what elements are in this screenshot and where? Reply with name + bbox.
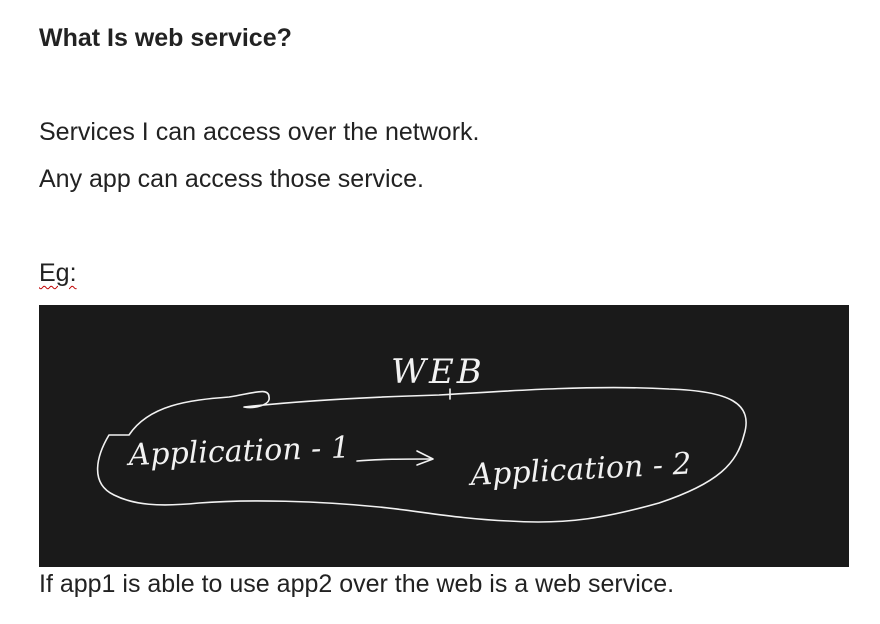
- sketch-app1-label: Application - 1: [125, 430, 350, 473]
- web-service-diagram: WEB Application - 1 Application - 2: [96, 352, 747, 523]
- arrow-head-icon: [416, 450, 434, 466]
- page-heading: What Is web service?: [39, 24, 292, 52]
- paragraph-conclusion: If app1 is able to use app2 over the web…: [39, 570, 675, 598]
- arrow-shaft: [356, 458, 432, 462]
- paragraph-app-access: Any app can access those service.: [39, 165, 424, 193]
- handwritten-sketch-image: WEB Application - 1 Application - 2: [39, 305, 849, 567]
- sketch-app2-label: Application - 2: [467, 446, 693, 493]
- web-cloud-outline: [96, 386, 747, 523]
- paragraph-network-access: Services I can access over the network.: [39, 118, 480, 146]
- example-label: Eg:: [39, 259, 77, 287]
- sketch-web-label: WEB: [391, 352, 485, 392]
